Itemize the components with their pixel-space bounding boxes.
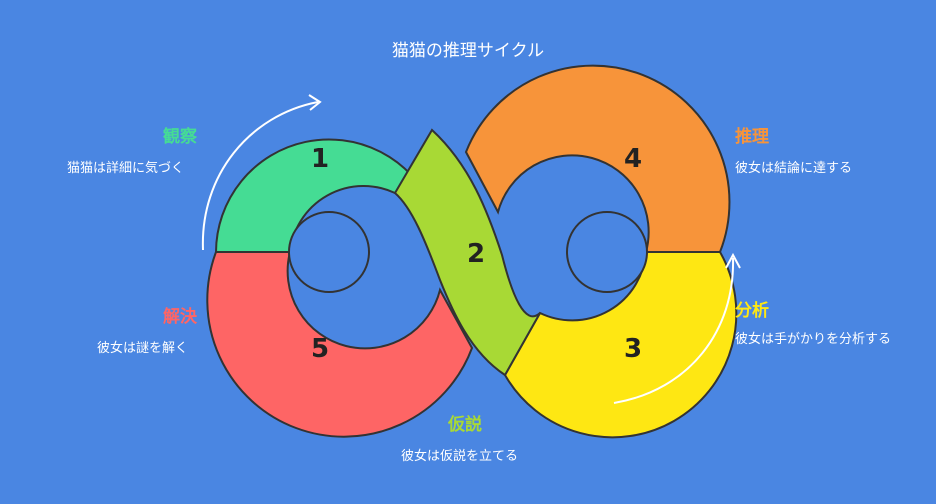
segment-number-1: 1 — [311, 144, 329, 174]
left-ring-hole — [288, 211, 370, 293]
stage-desc-observe: 猫猫は詳細に気づく — [67, 161, 185, 176]
segment-2 — [393, 128, 541, 377]
stage-label-observe: 観察 — [163, 127, 197, 147]
stage-label-deduce: 推理 — [735, 127, 769, 147]
stage-label-analyze: 分析 — [735, 301, 769, 321]
stage-desc-solve: 彼女は謎を解く — [97, 341, 189, 356]
segment-5 — [206, 251, 474, 438]
segment-number-4: 4 — [624, 144, 642, 174]
segment-4 — [464, 64, 731, 253]
segment-1 — [214, 138, 434, 253]
segment-3 — [503, 251, 738, 439]
stage-label-solve: 解決 — [163, 307, 197, 327]
stage-desc-analyze: 彼女は手がかりを分析する — [735, 332, 892, 347]
stage-desc-hypothesis: 彼女は仮説を立てる — [401, 449, 519, 464]
right-ring-hole — [566, 211, 648, 293]
stage-label-hypothesis: 仮説 — [448, 415, 482, 435]
cycle-arrow-left-icon — [201, 94, 322, 251]
diagram-title: 猫猫の推理サイクル — [391, 41, 545, 61]
cycle-arrow-right-icon — [613, 252, 741, 404]
stage-desc-deduce: 彼女は結論に達する — [735, 161, 853, 176]
segment-number-5: 5 — [311, 334, 329, 364]
segment-number-3: 3 — [624, 334, 642, 364]
segment-number-2: 2 — [467, 239, 485, 269]
